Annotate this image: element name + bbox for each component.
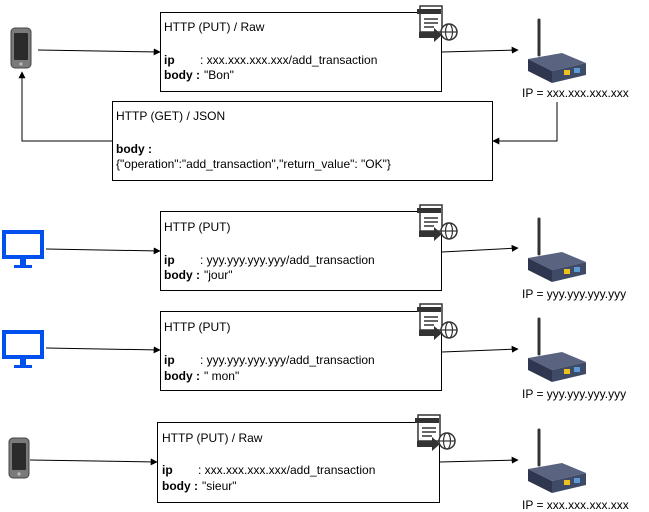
- device-ip: IP = yyy.yyy.yyy.yyy: [522, 287, 627, 301]
- request-box: [160, 12, 442, 92]
- smartphone-icon: [8, 437, 30, 479]
- body-value: " mon": [204, 369, 240, 383]
- response-title: HTTP (GET) / JSON: [116, 109, 226, 123]
- wifi-router-icon: [528, 317, 586, 382]
- monitor-icon: [2, 230, 44, 268]
- ip-value: : yyy.yyy.yyy.yyy/add_transaction: [200, 353, 375, 367]
- request-box: [160, 311, 442, 391]
- response-box: [112, 101, 493, 181]
- monitor-icon: [2, 330, 44, 368]
- response-body-label: body :: [116, 142, 152, 156]
- body-label: body :: [164, 268, 200, 282]
- arrow-router1-to-response: [492, 102, 558, 145]
- body-label: body :: [164, 369, 200, 383]
- wifi-router-icon: [528, 428, 586, 493]
- web-request-icon: [417, 5, 458, 42]
- request-title: HTTP (PUT): [164, 320, 231, 334]
- ip-label: ip: [164, 353, 175, 367]
- request-title: HTTP (PUT) / Raw: [164, 20, 265, 34]
- smartphone-icon: [10, 27, 32, 69]
- body-value: "jour": [204, 268, 233, 282]
- arrow-request2-to-router2: [441, 244, 519, 253]
- wifi-router-icon: [528, 18, 586, 83]
- ip-label: ip: [164, 253, 175, 267]
- body-label: body :: [164, 68, 200, 82]
- request-title: HTTP (PUT): [164, 220, 231, 234]
- ip-value: : xxx.xxx.xxx.xxx/add_transaction: [200, 53, 378, 67]
- ip-label: ip: [162, 463, 173, 477]
- device-ip: IP = xxx.xxx.xxx.xxx: [522, 86, 629, 100]
- wifi-router-icon: [528, 217, 586, 282]
- arrow-monitor2-to-request3: [45, 346, 161, 354]
- request-box: [157, 422, 440, 503]
- body-value: "Bon": [204, 68, 234, 82]
- response-body-value: {"operation":"add_transaction","return_v…: [116, 157, 391, 171]
- body-label: body :: [162, 479, 198, 493]
- web-request-icon: [417, 204, 458, 241]
- request-title: HTTP (PUT) / Raw: [162, 431, 263, 445]
- ip-value: : yyy.yyy.yyy.yyy/add_transaction: [200, 253, 375, 267]
- arrow-request3-to-router3: [441, 345, 519, 353]
- device-ip: IP = yyy.yyy.yyy.yyy: [522, 387, 627, 401]
- request-box: [160, 211, 442, 291]
- ip-label: ip: [164, 53, 175, 67]
- arrow-request4-to-router4: [439, 456, 519, 464]
- arrow-monitor1-to-request2: [45, 247, 161, 255]
- device-ip: IP = xxx.xxx.xxx.xxx: [522, 498, 629, 512]
- arrow-phone2-to-request4: [29, 458, 158, 466]
- ip-value: : xxx.xxx.xxx.xxx/add_transaction: [198, 463, 376, 477]
- web-request-icon: [417, 303, 458, 340]
- web-request-icon: [415, 414, 456, 451]
- arrow-phone1-to-request1: [37, 48, 161, 56]
- arrow-request1-to-router1: [441, 46, 519, 54]
- arrow-response-to-phone1: [18, 71, 112, 142]
- body-value: "sieur": [202, 479, 237, 493]
